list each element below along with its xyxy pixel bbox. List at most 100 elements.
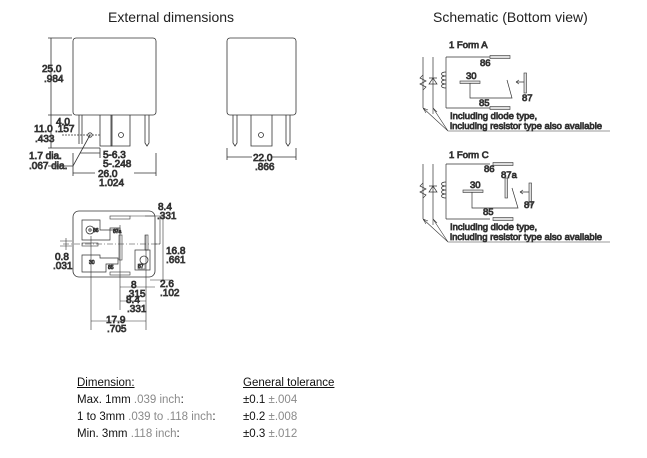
dim-height-mm: 25.0 — [42, 64, 62, 75]
dim-b4-in: .315 — [126, 289, 146, 300]
resistor-icon-c — [419, 182, 427, 199]
row-inch: .039 inch — [133, 394, 181, 406]
side-pin-tab — [250, 115, 273, 147]
dim-height-in: .984 — [44, 74, 64, 85]
diode-icon-c — [428, 185, 438, 193]
terminal-30-bar-c — [462, 189, 484, 193]
form-a-t30: 30 — [466, 71, 477, 82]
leader-hole — [48, 134, 91, 167]
bottom-terminal-85: 85 — [108, 265, 114, 271]
form-a-t86: 86 — [480, 58, 491, 69]
coil-icon-c — [441, 181, 447, 199]
schematic-form-c: 1 Form C 86 87a 30 85 87 Including diode… — [419, 150, 610, 243]
row-tol-in: ±.012 — [268, 428, 298, 440]
side-pin-left — [232, 115, 238, 147]
schematic-title: Schematic (Bottom view) — [433, 9, 588, 25]
dim-b2-mm: 16.8 — [166, 246, 186, 257]
header-dimension: Dimension: — [77, 377, 135, 389]
tolerance-table: Dimension: General tolerance Max. 1mm .0… — [77, 375, 334, 443]
dim-b6-in: .331 — [127, 304, 147, 315]
bottom-terminal-87: 87 — [138, 264, 144, 270]
diode-icon — [428, 77, 438, 85]
form-c-t87: 87 — [524, 200, 535, 211]
schematic-form-a: 1 Form A 86 30 85 87 Including diode typ… — [419, 40, 610, 132]
form-c-note1: Including diode type, — [450, 222, 537, 233]
dim-pinlen-in: .157 — [55, 124, 75, 135]
bottom-terminal-87a: 87a — [113, 229, 122, 235]
terminal-87-bar-c — [528, 182, 532, 206]
dim-b5-mm: 2.6 — [160, 279, 174, 290]
dim-width-in: 1.024 — [99, 178, 124, 189]
tolerance-row: Min. 3mm .118 inch: ±0.3 ±.012 — [77, 426, 334, 443]
note-leader-c — [422, 218, 610, 243]
dim-b5-in: .102 — [160, 288, 180, 299]
dim-b3-mm: 0.8 — [55, 252, 69, 263]
pin-tab-2 — [110, 115, 131, 146]
dim-line-side — [226, 148, 297, 160]
arrow-icon — [515, 79, 524, 85]
relay-body-side — [226, 37, 297, 116]
side-pin-right — [285, 115, 291, 147]
bottom-terminal-30: 30 — [89, 260, 95, 266]
dim-b6-mm: 8.4 — [126, 295, 140, 306]
dim-side-mm: 22.0 — [253, 153, 273, 164]
form-c-t87a: 87a — [501, 170, 518, 181]
pin-left — [78, 115, 83, 144]
dim-tab-mm: 5-6.3 — [103, 150, 126, 161]
row-mm: Max. 1mm — [77, 394, 131, 406]
row-mm: Min. 3mm — [77, 428, 128, 440]
tolerance-header: Dimension: General tolerance — [77, 375, 334, 392]
row-tol-mm: ±0.2 — [243, 411, 266, 423]
pin-tab-1 — [99, 115, 113, 147]
dim-side-in: .866 — [255, 162, 275, 173]
side-pin-hole — [258, 132, 264, 138]
dim-line-width — [72, 153, 157, 176]
terminal-86-hole — [85, 225, 95, 235]
dim-width-mm: 26.0 — [98, 169, 118, 180]
terminal-87-outline — [134, 249, 151, 271]
pin-tab-hole — [118, 132, 124, 138]
row-tol-in: ±.004 — [268, 394, 298, 406]
arrow-icon-c — [519, 189, 529, 195]
row-tol-mm: ±0.3 — [243, 428, 266, 440]
resistor-icon — [419, 74, 427, 91]
row-tol-in: ±.008 — [268, 411, 298, 423]
form-a-note2: including resistor type also available — [450, 121, 602, 132]
form-a-t87: 87 — [522, 93, 533, 104]
dim-line-tab — [80, 148, 101, 158]
form-c-note2: including resistor type also available — [450, 232, 602, 243]
row-colon: : — [180, 394, 184, 406]
dim-pintotal-in: .433 — [35, 134, 55, 145]
pin-right — [144, 115, 150, 147]
dim-b4-mm: 8 — [131, 280, 137, 291]
row-inch: .118 inch — [130, 428, 177, 440]
row-mm: 1 to 3mm — [77, 411, 125, 423]
row-colon: : — [212, 411, 216, 423]
dim-hole-in: .067 dia. — [29, 161, 67, 172]
terminal-87-bar — [523, 72, 527, 94]
row-colon: : — [176, 428, 180, 440]
dim-b7-mm: 17.9 — [106, 315, 126, 326]
form-a-label: 1 Form A — [449, 40, 488, 51]
pin-tab-main — [110, 115, 131, 147]
tolerance-row: 1 to 3mm .039 to .118 inch: ±0.2 ±.008 — [77, 409, 334, 426]
dim-b2-in: .661 — [166, 255, 186, 266]
form-c-t86: 86 — [484, 164, 495, 175]
form-c-t30: 30 — [470, 180, 481, 191]
terminal-85-bar — [489, 106, 511, 110]
form-c-label: 1 Form C — [449, 150, 489, 161]
form-a-note1: Including diode type, — [450, 111, 537, 122]
dim-hole-mm: 1.7 dia. — [29, 151, 62, 162]
note-leader-a — [422, 107, 610, 132]
external-dimensions-title: External dimensions — [108, 9, 235, 25]
terminal-86-bar — [489, 55, 511, 59]
form-c-t85: 85 — [483, 207, 494, 218]
bottom-terminal-86: 86 — [93, 228, 99, 234]
terminal-30-outline — [81, 254, 119, 273]
form-a-t85: 85 — [479, 98, 490, 109]
dim-b1-mm: 8.4 — [158, 202, 172, 213]
header-tolerance: General tolerance — [243, 377, 335, 389]
dim-pinlen-mm: 4.0 — [56, 117, 70, 128]
dim-tab-in: 5-.248 — [103, 159, 132, 170]
